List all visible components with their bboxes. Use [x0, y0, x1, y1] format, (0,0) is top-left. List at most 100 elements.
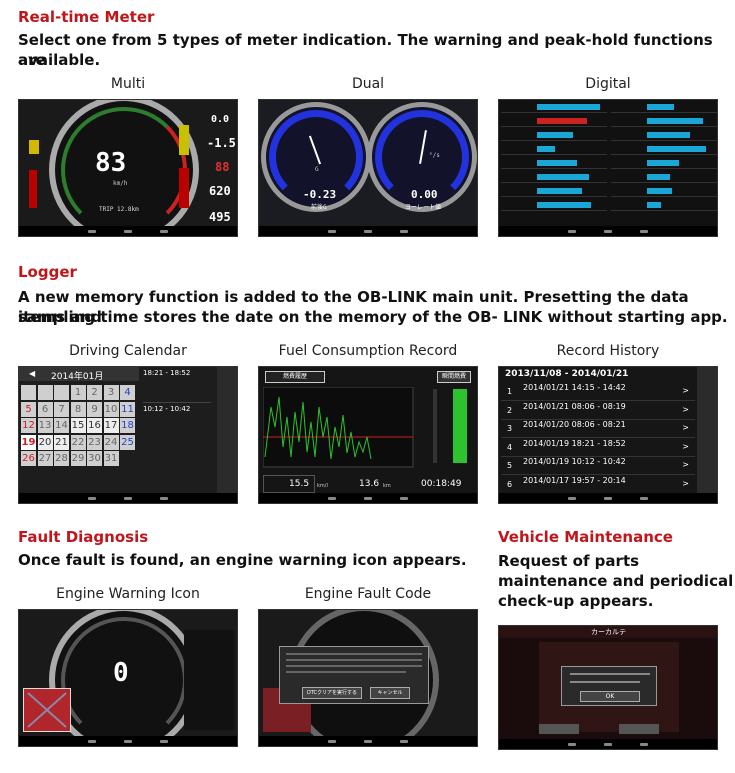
- calendar-day[interactable]: 18: [120, 418, 135, 433]
- screenshot-engine-warning: 0: [18, 609, 238, 747]
- engine-warning-icon[interactable]: [23, 688, 71, 732]
- calendar-day: [54, 385, 69, 400]
- calendar-day[interactable]: 31: [103, 451, 119, 466]
- screenshot-fuel-record: 燃費履歴 瞬間燃費 15.5 km/l 13.6 km 00:18:49: [258, 366, 478, 504]
- instant-fuel-button[interactable]: 瞬間燃費: [437, 371, 471, 383]
- side-value-4: 620: [209, 184, 231, 198]
- calendar-day[interactable]: 23: [87, 434, 102, 450]
- calendar-day[interactable]: 4: [120, 385, 135, 400]
- digital-row: [611, 144, 717, 155]
- realtime-title: Real-time Meter: [18, 8, 155, 26]
- calendar-day[interactable]: 15: [70, 418, 86, 433]
- calendar-day[interactable]: 20: [37, 434, 53, 450]
- android-nav-bar: [259, 493, 477, 503]
- calendar-month: 2014年01月: [51, 372, 104, 382]
- chevron-right-icon: >: [682, 478, 689, 488]
- calendar-day[interactable]: 24: [103, 434, 119, 450]
- cancel-button[interactable]: キャンセル: [370, 687, 410, 699]
- chevron-right-icon: >: [682, 404, 689, 414]
- digital-row: [501, 186, 607, 197]
- dual-left-label: 前後G: [311, 204, 327, 211]
- realtime-desc-line1: Select one from 5 types of meter indicat…: [18, 31, 713, 69]
- calendar-day[interactable]: 14: [54, 418, 69, 433]
- caption-calendar: Driving Calendar: [69, 343, 187, 359]
- android-nav-bar: [499, 493, 717, 503]
- calendar-day[interactable]: 19: [21, 434, 36, 450]
- maintenance-desc-3: check-up appears.: [498, 592, 654, 610]
- caption-digital: Digital: [585, 76, 631, 92]
- prev-month-icon[interactable]: ◀: [29, 369, 36, 378]
- digital-row: [501, 200, 607, 211]
- android-nav-bar: [499, 226, 717, 236]
- calendar-day[interactable]: 2: [87, 385, 102, 400]
- chevron-right-icon: >: [682, 441, 689, 451]
- digital-row: [501, 102, 607, 113]
- android-nav-bar: [259, 736, 477, 746]
- calendar-day[interactable]: 3: [103, 385, 119, 400]
- digital-row: [501, 158, 607, 169]
- fault-title: Fault Diagnosis: [18, 528, 149, 546]
- fuel-header: 燃費履歴: [265, 371, 325, 383]
- digital-row: [501, 116, 607, 127]
- logger-desc-line2: sampling time stores the date on the mem…: [18, 308, 728, 326]
- calendar-entry-1[interactable]: 18:21 - 18:52: [143, 369, 191, 377]
- calendar-day[interactable]: 25: [120, 434, 135, 450]
- calendar-day[interactable]: 21: [54, 434, 69, 450]
- ok-button[interactable]: OK: [580, 691, 640, 702]
- bottom-button-1[interactable]: [539, 724, 579, 734]
- history-item-time: 2014/01/20 08:06 - 08:21: [523, 420, 626, 429]
- caption-engine-warning: Engine Warning Icon: [56, 586, 200, 602]
- fault-code-dialog: DTCクリアを実行する キャンセル: [279, 646, 429, 704]
- maintenance-desc-1: Request of parts: [498, 552, 640, 570]
- calendar-day: [37, 385, 53, 400]
- android-nav-bar: [259, 226, 477, 236]
- calendar-day[interactable]: 27: [37, 451, 53, 466]
- calendar-day[interactable]: 8: [70, 401, 86, 417]
- fuel-unit-1: km/l: [317, 483, 328, 489]
- calendar-day[interactable]: 29: [70, 451, 86, 466]
- calendar-day[interactable]: 6: [37, 401, 53, 417]
- calendar-day[interactable]: 26: [21, 451, 36, 466]
- calendar-day[interactable]: 11: [120, 401, 135, 417]
- history-item-number: 3: [507, 424, 513, 433]
- calendar-day[interactable]: 28: [54, 451, 69, 466]
- dtc-clear-button[interactable]: DTCクリアを実行する: [302, 687, 362, 699]
- digital-row: [611, 130, 717, 141]
- calendar-day[interactable]: 17: [103, 418, 119, 433]
- caption-history: Record History: [556, 343, 660, 359]
- calendar-day[interactable]: 12: [21, 418, 36, 433]
- digital-row: [501, 172, 607, 183]
- maintenance-desc-2: maintenance and periodical: [498, 572, 734, 590]
- calendar-day[interactable]: 1: [70, 385, 86, 400]
- calendar-day[interactable]: 16: [87, 418, 102, 433]
- calendar-day[interactable]: 30: [87, 451, 102, 466]
- history-item-number: 6: [507, 479, 513, 489]
- calendar-day[interactable]: 9: [87, 401, 102, 417]
- screenshot-digital-meter: [498, 99, 718, 237]
- history-item-number: 5: [507, 461, 513, 470]
- dual-left-value: -0.23: [303, 188, 337, 201]
- calendar-entry-2[interactable]: 10:12 - 10:42: [143, 405, 191, 413]
- history-item-time: 2014/01/21 14:15 - 14:42: [523, 383, 626, 392]
- chevron-right-icon: >: [682, 460, 689, 469]
- calendar-day[interactable]: 10: [103, 401, 119, 417]
- history-item-number: 2: [507, 405, 513, 415]
- history-item-number: 1: [507, 387, 513, 396]
- bottom-button-2[interactable]: [619, 724, 659, 734]
- digital-row: [611, 102, 717, 113]
- calendar-day[interactable]: 7: [54, 401, 69, 417]
- calendar-day[interactable]: 22: [70, 434, 86, 450]
- calendar-day[interactable]: 5: [21, 401, 36, 417]
- caption-multi: Multi: [110, 76, 146, 92]
- calendar-day[interactable]: 13: [37, 418, 53, 433]
- maintenance-header: カーカルテ: [591, 628, 626, 636]
- screenshot-engine-fault-code: DTCクリアを実行する キャンセル: [258, 609, 478, 747]
- dual-right-unit: °/s: [429, 152, 440, 159]
